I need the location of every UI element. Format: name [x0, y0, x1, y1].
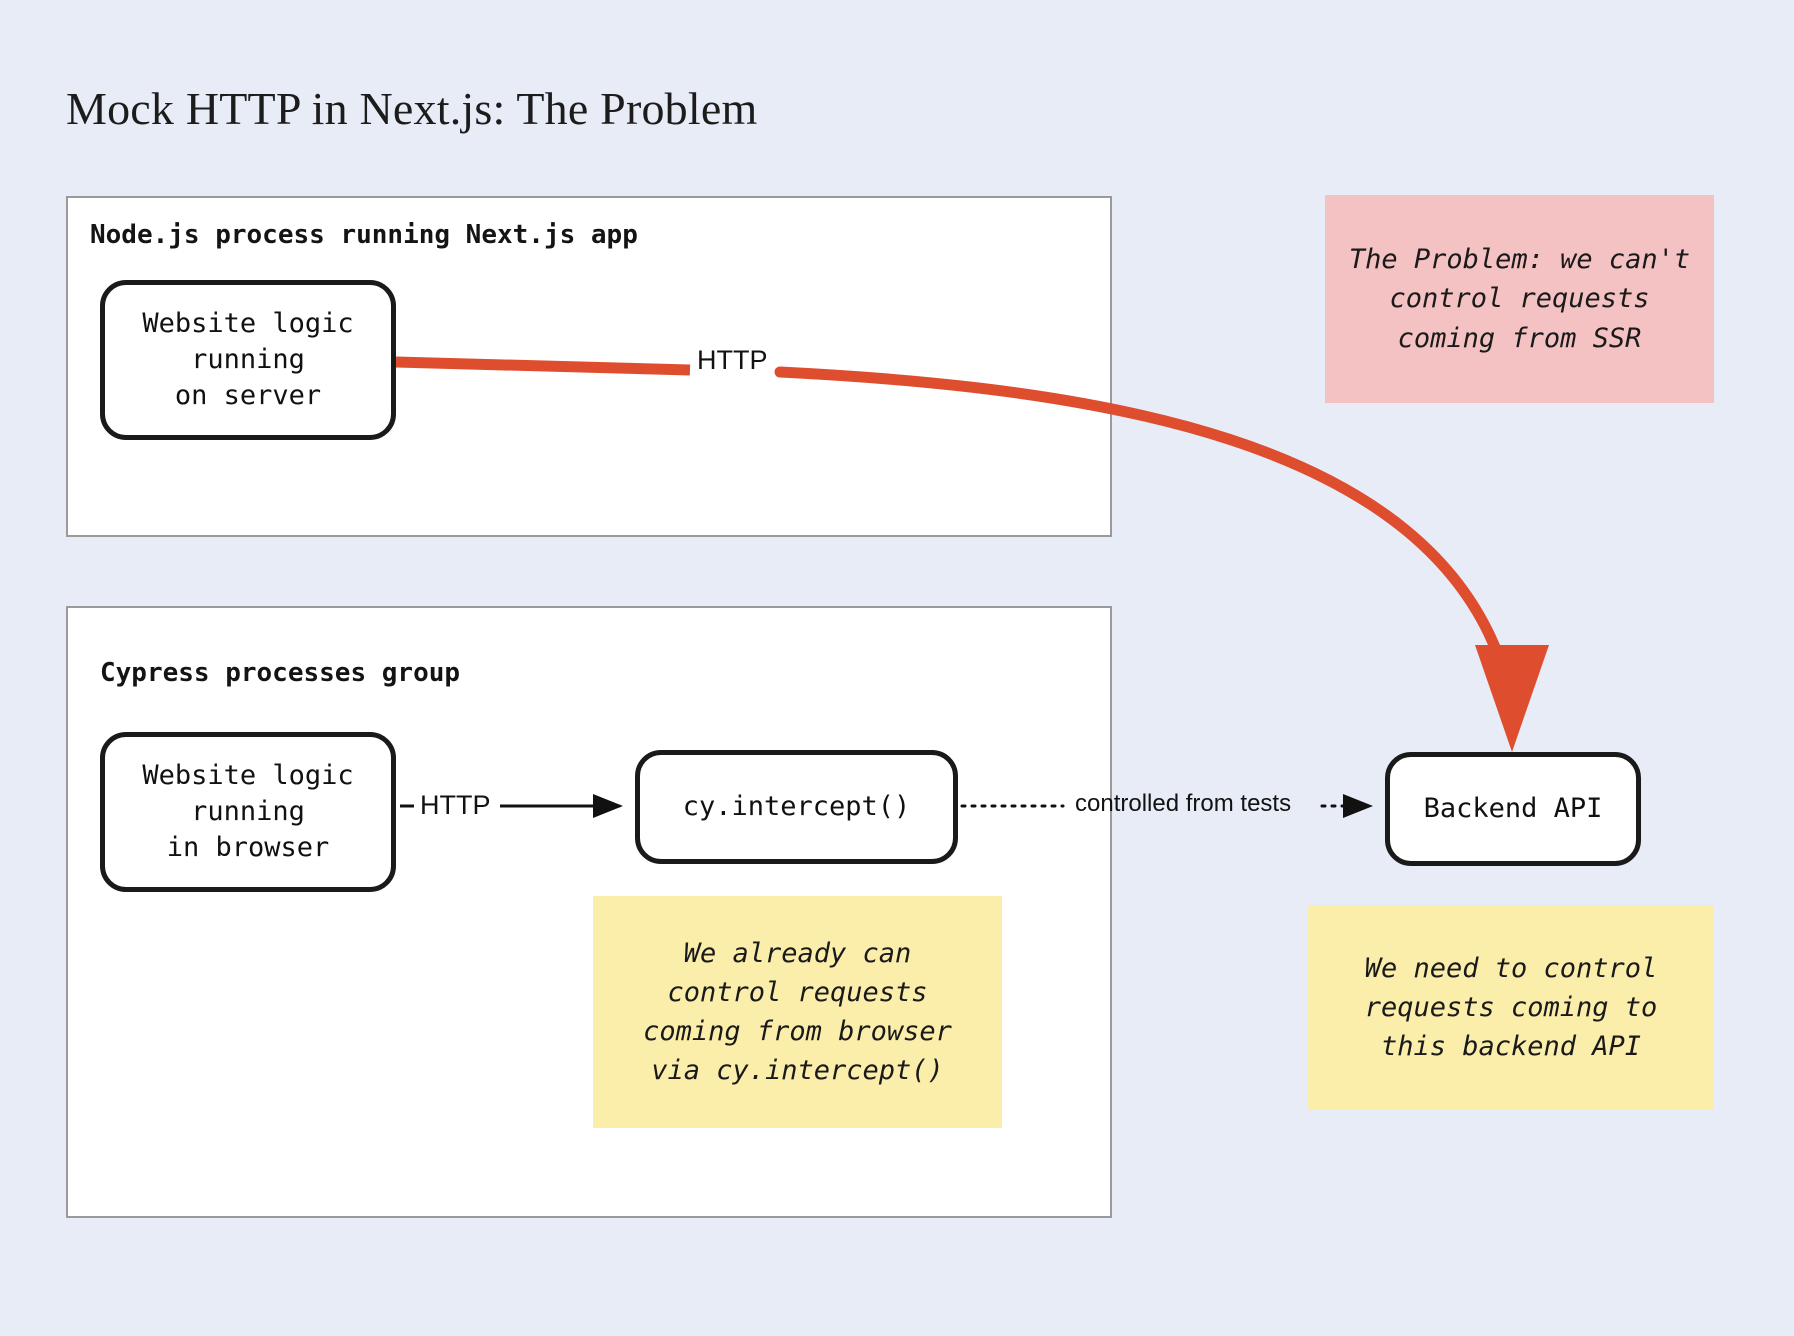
- group-node-process-label: Node.js process running Next.js app: [90, 220, 638, 250]
- note-the-problem: The Problem: we can't control requests c…: [1325, 195, 1714, 403]
- page-title: Mock HTTP in Next.js: The Problem: [66, 83, 758, 134]
- node-cy-intercept[interactable]: cy.intercept(): [635, 750, 958, 864]
- node-website-logic-browser[interactable]: Website logic running in browser: [100, 732, 396, 892]
- node-website-logic-server[interactable]: Website logic running on server: [100, 280, 396, 440]
- note-backend-control: We need to control requests coming to th…: [1308, 905, 1714, 1110]
- edge-label-http-bottom: HTTP: [416, 790, 495, 821]
- edge-label-controlled-from-tests: controlled from tests: [1075, 790, 1292, 817]
- group-cypress-processes-label: Cypress processes group: [100, 658, 461, 688]
- note-browser-control: We already can control requests coming f…: [593, 896, 1002, 1128]
- node-backend-api[interactable]: Backend API: [1385, 752, 1641, 866]
- edge-label-http-top: HTTP: [693, 345, 772, 376]
